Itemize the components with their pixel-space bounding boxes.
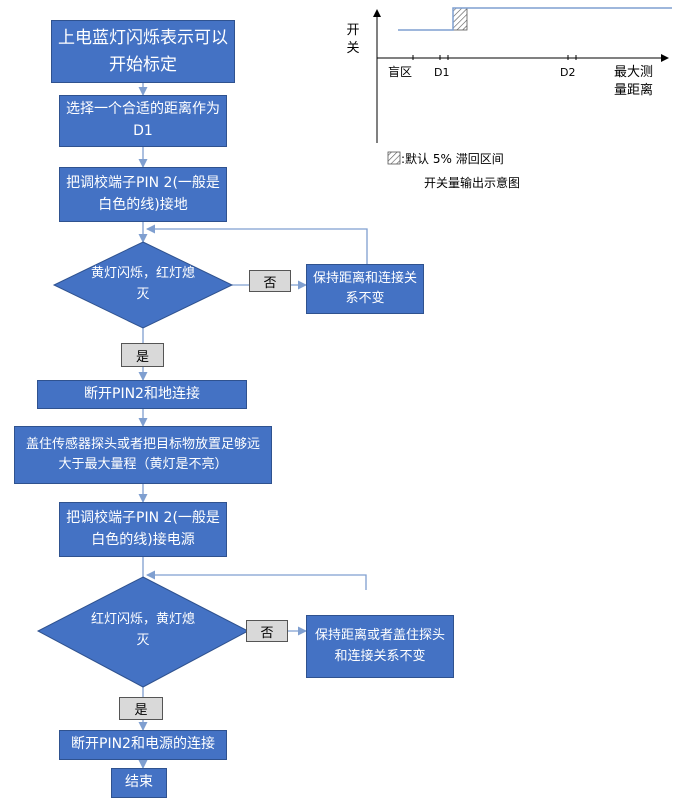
chart-label-d1: D1 [434, 66, 450, 79]
end-box: 结束 [111, 768, 167, 798]
yes-label-1: 是 [121, 343, 164, 367]
no-label-2: 否 [246, 620, 288, 642]
loop-keep1-back [146, 224, 368, 264]
chart-y-label: 开关 [346, 23, 360, 56]
step-choose-d1: 选择一个合适的距离作为D1 [59, 95, 227, 147]
step-pin2-power: 把调校端子PIN 2(一般是白色的线)接电源 [59, 502, 227, 557]
decision-1-text: 黄灯闪烁，红灯熄灭 [90, 266, 195, 302]
decision-diamond-2 [36, 576, 250, 688]
chart-caption: 开关量输出示意图 [424, 176, 521, 190]
keep-state-box-1: 保持距离和连接关系不变 [306, 264, 424, 314]
step-cover-sensor: 盖住传感器探头或者把目标物放置足够远大于最大量程（黄灯是不亮） [14, 426, 272, 484]
yes-label-2: 是 [119, 697, 163, 720]
switch-output-chart [373, 7, 672, 165]
hysteresis-zone [452, 7, 468, 31]
step-pin2-ground: 把调校端子PIN 2(一般是白色的线)接地 [59, 167, 227, 222]
chart-label-max-range: 最大测量距离 [614, 65, 654, 98]
legend-hatch-swatch [387, 151, 401, 165]
no-label-1: 否 [249, 270, 291, 292]
switch-output-line [398, 7, 672, 31]
loop-keep2-back [146, 570, 367, 590]
chart-label-blind-zone: 盲区 [388, 65, 413, 79]
start-box: 上电蓝灯闪烁表示可以开始标定 [51, 20, 235, 83]
step-disconnect-power: 断开PIN2和电源的连接 [59, 730, 227, 760]
decision-2-text: 红灯闪烁，黄灯熄灭 [90, 612, 195, 648]
chart-legend-text: :默认 5% 滞回区间 [401, 152, 504, 166]
keep-state-box-2: 保持距离或者盖住探头和连接关系不变 [306, 615, 454, 678]
chart-label-d2: D2 [560, 66, 576, 79]
step-disconnect-ground: 断开PIN2和地连接 [37, 380, 247, 409]
decision-diamond-1 [52, 241, 234, 329]
